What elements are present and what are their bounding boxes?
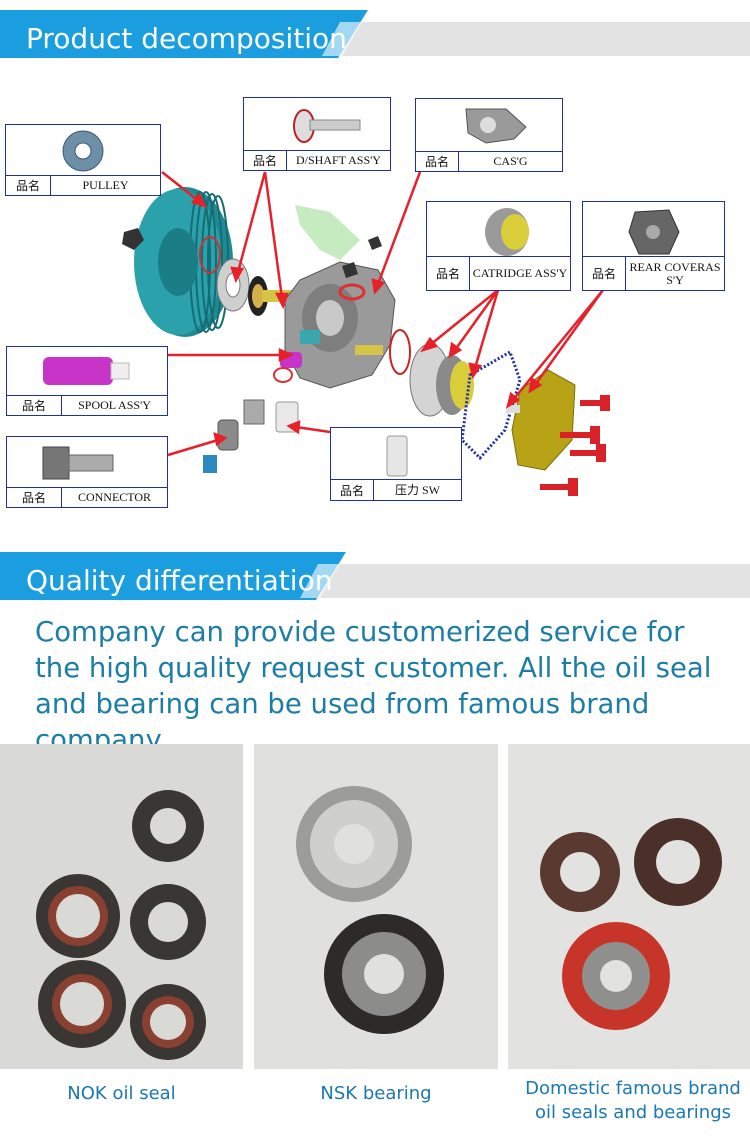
caption-domestic: Domestic famous brand oil seals and bear… [525, 1078, 741, 1123]
part-box-shaft: 品名 D/SHAFT ASS'Y [243, 97, 391, 171]
caption-nok: NOK oil seal [67, 1083, 176, 1104]
part-box-spool: 品名 SPOOL ASS'Y [6, 346, 168, 416]
spool-icon [43, 357, 130, 385]
rear-cover-part [506, 369, 576, 471]
casing-icon [465, 108, 527, 144]
part-box-casing: 品名 CAS'G [415, 98, 563, 172]
part-name-rear-cover: REAR COVERAS S'Y [629, 259, 721, 287]
banner-title: Product decomposition [26, 22, 347, 55]
part-box-pressure-switch: 品名 压力 SW [330, 427, 462, 501]
part-name-casing: CAS'G [493, 154, 528, 168]
callout-arrows [161, 171, 605, 457]
pulley-part [122, 187, 233, 337]
caption-nsk: NSK bearing [320, 1083, 432, 1104]
section-banner-quality: Quality differentiation [0, 552, 750, 610]
exploded-diagram [122, 171, 610, 496]
cartridge-icon [485, 208, 529, 256]
bearing-part [199, 236, 292, 316]
shaft-icon [293, 109, 361, 143]
part-box-rear-cover: 品名 REAR COVERAS S'Y [582, 201, 725, 291]
banner-shape [0, 552, 750, 600]
photo-domestic-seals-bearings [508, 744, 750, 1069]
banner-title: Quality differentiation [26, 564, 333, 597]
photo-nok-oil-seal [0, 744, 243, 1069]
part-name-shaft: D/SHAFT ASS'Y [296, 153, 381, 167]
part-name-pressure-switch: 压力 SW [394, 482, 440, 497]
rear-cover-icon [628, 209, 680, 255]
banner-shape [0, 10, 750, 58]
part-name-cartridge: CATRIDGE ASS'Y [472, 266, 568, 280]
pulley-icon [62, 130, 104, 172]
part-box-cartridge: 品名 CATRIDGE ASS'Y [426, 201, 571, 291]
cartridge-part [389, 329, 474, 417]
bolts-part [540, 395, 610, 496]
section-banner-decomposition: Product decomposition [0, 10, 750, 68]
gasket-part [460, 349, 522, 461]
connector-icon [42, 446, 114, 480]
part-name-connector: CONNECTOR [77, 490, 152, 504]
spool-part [273, 330, 320, 383]
part-box-pulley: 品名 PULLEY [5, 124, 161, 196]
part-name-pulley: PULLEY [82, 178, 129, 192]
quality-description: Company can provide customerized service… [35, 616, 712, 756]
connector-part [203, 399, 265, 473]
photo-nsk-bearing [254, 744, 498, 1069]
pressure-switch-icon [386, 435, 408, 477]
part-name-spool: SPOOL ASS'Y [78, 398, 151, 412]
part-box-connector: 品名 CONNECTOR [6, 436, 168, 508]
